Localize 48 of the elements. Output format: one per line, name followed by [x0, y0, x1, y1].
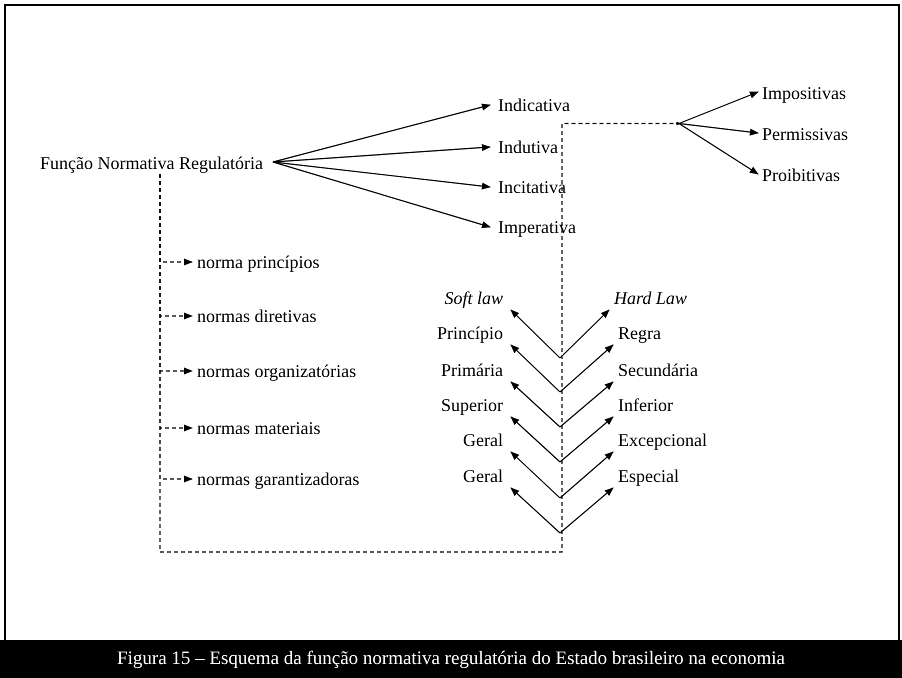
node-label: Impositivas — [762, 82, 846, 104]
junction-dot — [676, 122, 679, 125]
arrow — [510, 381, 560, 428]
node-label: Especial — [618, 465, 679, 487]
node-label: Princípio — [437, 322, 503, 344]
node-label: Hard Law — [614, 287, 687, 309]
node-label: Incitativa — [498, 176, 566, 198]
node-label: norma princípios — [197, 251, 320, 273]
node-label: Inferior — [618, 394, 673, 416]
node-label: Imperativa — [498, 216, 576, 238]
node-label: Geral — [463, 429, 503, 451]
node-label: Soft law — [444, 287, 503, 309]
node-label: normas organizatórias — [197, 360, 356, 382]
arrow — [560, 309, 610, 358]
arrow — [678, 91, 759, 124]
figure-caption: Figura 15 – Esquema da função normativa regulatória do Estado brasileiro na economia — [117, 648, 785, 670]
node-label: normas materiais — [197, 417, 320, 439]
arrow — [510, 309, 560, 358]
node-label: Regra — [618, 322, 661, 344]
node-label: Primária — [441, 359, 503, 381]
dashed-connector — [159, 174, 193, 483]
arrow — [560, 344, 614, 392]
arrow — [510, 487, 560, 534]
node-label: Permissivas — [762, 123, 848, 145]
node-label: normas garantizadoras — [197, 468, 360, 490]
node-label: Superior — [441, 394, 503, 416]
arrow — [272, 144, 491, 163]
arrow — [510, 451, 560, 498]
arrow — [678, 122, 759, 136]
arrow — [510, 344, 560, 392]
arrow — [560, 416, 614, 462]
node-label: Indutiva — [498, 136, 558, 158]
arrow — [272, 104, 491, 163]
arrow — [510, 416, 560, 462]
arrow — [560, 487, 614, 534]
node-label: normas diretivas — [197, 305, 316, 327]
node-label: Excepcional — [618, 429, 707, 451]
arrow — [560, 381, 614, 428]
dashed-connector — [159, 122, 676, 553]
node-label: Função Normativa Regulatória — [40, 152, 263, 174]
node-label: Indicativa — [498, 94, 570, 116]
arrow — [560, 451, 614, 498]
arrow — [678, 123, 759, 174]
node-label: Proibitivas — [762, 164, 840, 186]
arrow — [272, 161, 491, 190]
arrow — [272, 161, 491, 228]
node-label: Geral — [463, 465, 503, 487]
node-label: Secundária — [618, 359, 698, 381]
